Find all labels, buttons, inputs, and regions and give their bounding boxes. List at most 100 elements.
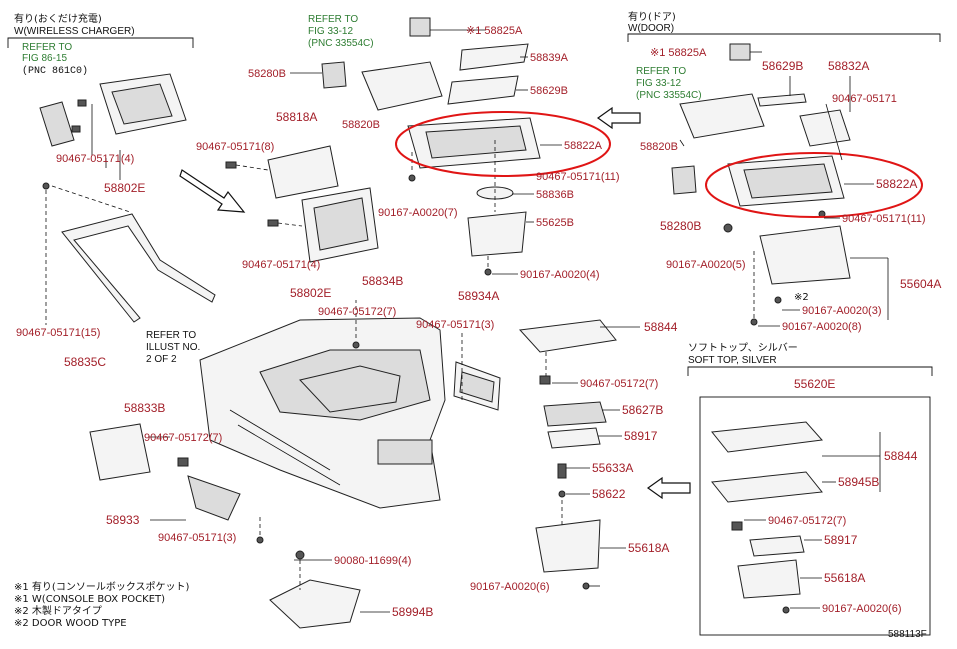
clip-icon xyxy=(42,182,50,190)
label-90080-11699-4[interactable]: 90080-11699(4) xyxy=(334,555,411,567)
label-90467-05172-7-center[interactable]: 90467-05172(7) xyxy=(580,378,658,390)
label-90167-a0020-5[interactable]: 90167-A0020(5) xyxy=(666,259,746,271)
panel-58839a xyxy=(459,43,529,71)
top-58844-center xyxy=(518,319,617,353)
label-58622[interactable]: 58622 xyxy=(592,487,626,501)
frame-58822a-right-inner xyxy=(743,163,833,199)
arrow-left-top xyxy=(596,106,641,130)
label-90467-05171-3-left[interactable]: 90467-05171(3) xyxy=(158,532,236,544)
cupholder-55625b xyxy=(467,211,527,257)
clip-icon xyxy=(256,536,264,544)
label-90467-05171-4-top[interactable]: 90467-05171(4) xyxy=(56,153,134,165)
highlight-58822a-right xyxy=(705,152,923,218)
label-58825a-center[interactable]: ※1 58825A xyxy=(466,25,523,37)
label-58629b-right[interactable]: 58629B xyxy=(762,59,803,73)
cupholder-55618a-right xyxy=(737,559,801,599)
label-58994b[interactable]: 58994B xyxy=(392,605,433,619)
label-55604a[interactable]: 55604A xyxy=(900,277,941,291)
label-90167-a0020-6-right[interactable]: 90167-A0020(6) xyxy=(822,603,902,615)
ref-illust-line1: REFER TO xyxy=(146,330,196,341)
label-58945b[interactable]: 58945B xyxy=(838,475,879,489)
panel-58818a xyxy=(267,145,339,199)
label-58822a-right[interactable]: 58822A xyxy=(876,177,917,191)
label-58802e-mid[interactable]: 58802E xyxy=(290,286,331,300)
label-90467-05171-4-mid[interactable]: 90467-05171(4) xyxy=(242,259,320,271)
label-58934a[interactable]: 58934A xyxy=(458,289,499,303)
ref-33-12-right-line1: REFER TO xyxy=(636,66,686,77)
label-58835c[interactable]: 58835C xyxy=(64,355,106,369)
screw-icon xyxy=(484,268,492,276)
label-58833b[interactable]: 58833B xyxy=(124,401,165,415)
screw-icon xyxy=(723,223,733,233)
label-90467-05171-3-mid[interactable]: 90467-05171(3) xyxy=(416,319,494,331)
ref-33-12-top-line1: REFER TO xyxy=(308,14,358,25)
frame-58822a-inner xyxy=(425,125,527,159)
legend: ※1 有り(コンソールボックスポケット) ※1 W(CONSOLE BOX PO… xyxy=(14,580,190,629)
label-90167-a0020-4[interactable]: 90167-A0020(4) xyxy=(520,269,600,281)
pocket-58825a xyxy=(409,17,431,37)
leader-lines xyxy=(105,29,889,613)
ref-86-15-line2: FIG 86-15 xyxy=(22,53,67,64)
top-58945b xyxy=(711,471,823,503)
label-58834b[interactable]: 58834B xyxy=(362,274,403,288)
ref-illust-line3: 2 OF 2 xyxy=(146,354,177,365)
highlight-58822a-center xyxy=(395,111,611,177)
label-90467-05172-7-left[interactable]: 90467-05172(7) xyxy=(144,432,222,444)
ref-86-15-pnc: (PNC 861C0) xyxy=(22,65,88,77)
label-55620e[interactable]: 55620E xyxy=(794,377,835,391)
header-wireless-jp: 有り(おくだけ充電) xyxy=(14,12,102,25)
bracket-58820b xyxy=(361,61,443,111)
cupholder-55618a-center xyxy=(535,519,601,573)
label-58917-right[interactable]: 58917 xyxy=(824,533,858,547)
screw-icon xyxy=(750,318,758,326)
arrow-to-left-panel xyxy=(179,169,246,213)
trim-58835c xyxy=(61,213,216,323)
label-90467-05172-7-mid[interactable]: 90467-05172(7) xyxy=(318,306,396,318)
label-58627b[interactable]: 58627B xyxy=(622,403,663,417)
bracket-58994b xyxy=(269,579,361,629)
label-90167-a0020-8[interactable]: 90167-A0020(8) xyxy=(782,321,862,333)
label-90167-a0020-7[interactable]: 90167-A0020(7) xyxy=(378,207,458,219)
strip-58832a xyxy=(799,109,851,147)
label-90467-05171-11-center[interactable]: 90467-05171(11) xyxy=(536,171,620,183)
ref-33-12-right-pnc: (PNC 33554C) xyxy=(636,90,702,101)
label-90167-a0020-6-center[interactable]: 90167-A0020(6) xyxy=(470,581,550,593)
label-58825a-right[interactable]: ※1 58825A xyxy=(650,47,707,59)
header-wireless-en: W(WIRELESS CHARGER) xyxy=(14,26,135,37)
spring-58622 xyxy=(558,490,566,498)
mid-left-parts xyxy=(225,145,379,263)
label-58280b-left[interactable]: 58280B xyxy=(248,68,286,80)
label-55618a-right[interactable]: 55618A xyxy=(824,571,865,585)
label-58836b[interactable]: 58836B xyxy=(536,189,574,201)
headers: 有り(おくだけ充電) W(WIRELESS CHARGER) 有り(ドア) W(… xyxy=(14,10,798,366)
label-55633a[interactable]: 55633A xyxy=(592,461,633,475)
label-55625b[interactable]: 55625B xyxy=(536,217,574,229)
label-58839a[interactable]: 58839A xyxy=(530,52,569,64)
label-58832a[interactable]: 58832A xyxy=(828,59,869,73)
label-58820b-center[interactable]: 58820B xyxy=(342,119,380,131)
soft-top-frame xyxy=(699,396,931,636)
label-58917-center[interactable]: 58917 xyxy=(624,429,658,443)
label-90167-a0020-3[interactable]: 90167-A0020(3) xyxy=(802,305,882,317)
label-90467-05172-7-right[interactable]: 90467-05172(7) xyxy=(768,515,846,527)
label-90467-05171-15[interactable]: 90467-05171(15) xyxy=(16,327,100,339)
label-58629b-center[interactable]: 58629B xyxy=(530,85,568,97)
label-58844-right[interactable]: 58844 xyxy=(884,449,918,463)
label-58844-center[interactable]: 58844 xyxy=(644,320,678,334)
label-58802e-top[interactable]: 58802E xyxy=(104,181,145,195)
label-58818a[interactable]: 58818A xyxy=(276,110,317,124)
panel-58934a-inner xyxy=(459,371,495,403)
label-90467-05171-8[interactable]: 90467-05171(8) xyxy=(196,141,274,153)
ref-33-12-right-line2: FIG 33-12 xyxy=(636,78,681,89)
label-58820b-right[interactable]: 58820B xyxy=(640,141,678,153)
label-58280b-right[interactable]: 58280B xyxy=(660,219,701,233)
console-body xyxy=(199,300,501,509)
bolt-icon xyxy=(295,550,305,560)
direction-arrows xyxy=(179,106,691,500)
header-soft-top-jp: ソフトトップ、シルバー xyxy=(688,342,798,354)
label-90467-05171-right[interactable]: 90467-05171 xyxy=(832,93,897,105)
label-58822a-center[interactable]: 58822A xyxy=(564,140,603,152)
label-58933[interactable]: 58933 xyxy=(106,513,140,527)
label-90467-05171-11-right[interactable]: 90467-05171(11) xyxy=(842,213,926,225)
label-55618a-center[interactable]: 55618A xyxy=(628,541,669,555)
